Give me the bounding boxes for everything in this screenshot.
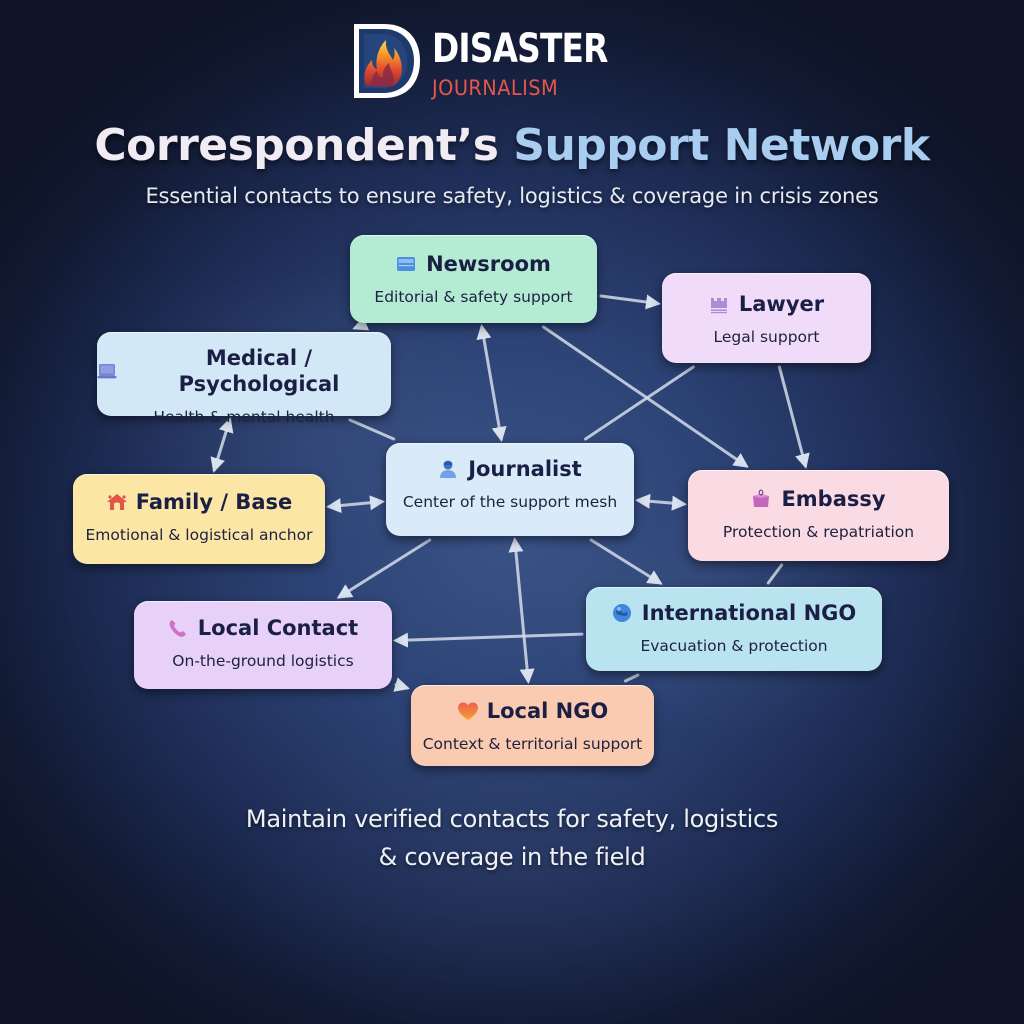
edge-medical-to-family [210, 417, 234, 473]
edge-embassy-to-international-ngo [766, 563, 784, 585]
edge-newsroom-to-lawyer [599, 294, 661, 310]
edge-family-to-journalist [326, 495, 385, 514]
node-local-contact-description: On-the-ground logistics [172, 652, 354, 670]
node-international-ngo-label: International NGO [641, 601, 857, 625]
person-icon [438, 459, 458, 479]
edge-international-ngo-to-local-ngo [623, 673, 640, 683]
node-lawyer-label: Lawyer [738, 292, 825, 316]
node-medical-description: Health & mental health [153, 408, 335, 426]
edge-journalist-to-local-ngo [508, 537, 535, 684]
node-family-label: Family / Base [135, 490, 293, 514]
edge-newsroom-to-journalist [476, 324, 507, 442]
edge-international-ngo-to-local-contact [393, 632, 584, 648]
home-icon [106, 492, 127, 512]
node-lawyer[interactable]: Lawyer Legal support [662, 273, 871, 363]
footer-note: Maintain verified contacts for safety, l… [0, 800, 1024, 876]
edge-journalist-to-embassy [635, 493, 687, 511]
globe-icon [612, 603, 632, 623]
node-medical[interactable]: Medical / Psychological Health & mental … [97, 332, 391, 426]
node-embassy-description: Protection & repatriation [722, 523, 915, 541]
ballot-box-icon [751, 489, 771, 509]
phone-icon [168, 618, 188, 638]
footer-line-2: & coverage in the field [378, 843, 646, 871]
heart-icon [457, 701, 478, 721]
node-newsroom-label: Newsroom [426, 252, 551, 276]
page-title: Correspondent’s Support Network [0, 118, 1024, 174]
node-embassy[interactable]: Embassy Protection & repatriation [688, 470, 949, 561]
page-title-part2: Support Network [513, 120, 930, 171]
edge-lawyer-to-journalist [584, 365, 695, 441]
edge-lawyer-to-embassy [777, 365, 810, 469]
node-journalist[interactable]: Journalist Center of the support mesh [386, 443, 634, 536]
footer-line-1: Maintain verified contacts for safety, l… [245, 805, 779, 833]
brand-name-secondary: JOURNALISM [432, 76, 559, 100]
node-newsroom-description: Editorial & safety support [374, 288, 573, 306]
node-family[interactable]: Family / Base Emotional & logistical anc… [73, 474, 325, 564]
edge-local-contact-to-local-ngo [393, 677, 410, 692]
node-embassy-label: Embassy [781, 487, 886, 511]
edge-journalist-to-local-contact [336, 538, 432, 599]
node-local-contact[interactable]: Local Contact On-the-ground logistics [134, 601, 392, 689]
node-local-ngo-description: Context & territorial support [422, 735, 643, 753]
node-local-contact-label: Local Contact [197, 616, 359, 640]
node-journalist-label: Journalist [468, 457, 582, 481]
page-title-part1: Correspondent’s [94, 120, 499, 171]
node-international-ngo-description: Evacuation & protection [640, 637, 828, 655]
node-international-ngo[interactable]: International NGO Evacuation & protectio… [586, 587, 882, 671]
node-family-description: Emotional & logistical anchor [85, 526, 313, 544]
node-journalist-description: Center of the support mesh [402, 493, 618, 511]
node-newsroom[interactable]: Newsroom Editorial & safety support [350, 235, 597, 323]
edge-newsroom-to-medical [352, 316, 370, 331]
node-medical-label: Medical / Psychological [178, 346, 340, 396]
newsroom-monitor-icon [396, 254, 416, 274]
edge-journalist-to-international-ngo [589, 538, 663, 585]
edge-medical-to-journalist [348, 418, 396, 441]
node-local-ngo-label: Local NGO [486, 699, 609, 723]
brand-name-primary: DISASTER [432, 26, 608, 72]
page-subtitle: Essential contacts to ensure safety, log… [145, 184, 879, 208]
castle-tower-icon [709, 294, 729, 314]
node-local-ngo[interactable]: Local NGO Context & territorial support [411, 685, 654, 766]
node-lawyer-description: Legal support [713, 328, 820, 346]
flame-d-logo-icon [354, 24, 420, 98]
brand-logo: DISASTER JOURNALISM [350, 18, 608, 104]
laptop-icon [97, 361, 117, 381]
edge-newsroom-to-embassy [542, 325, 749, 468]
